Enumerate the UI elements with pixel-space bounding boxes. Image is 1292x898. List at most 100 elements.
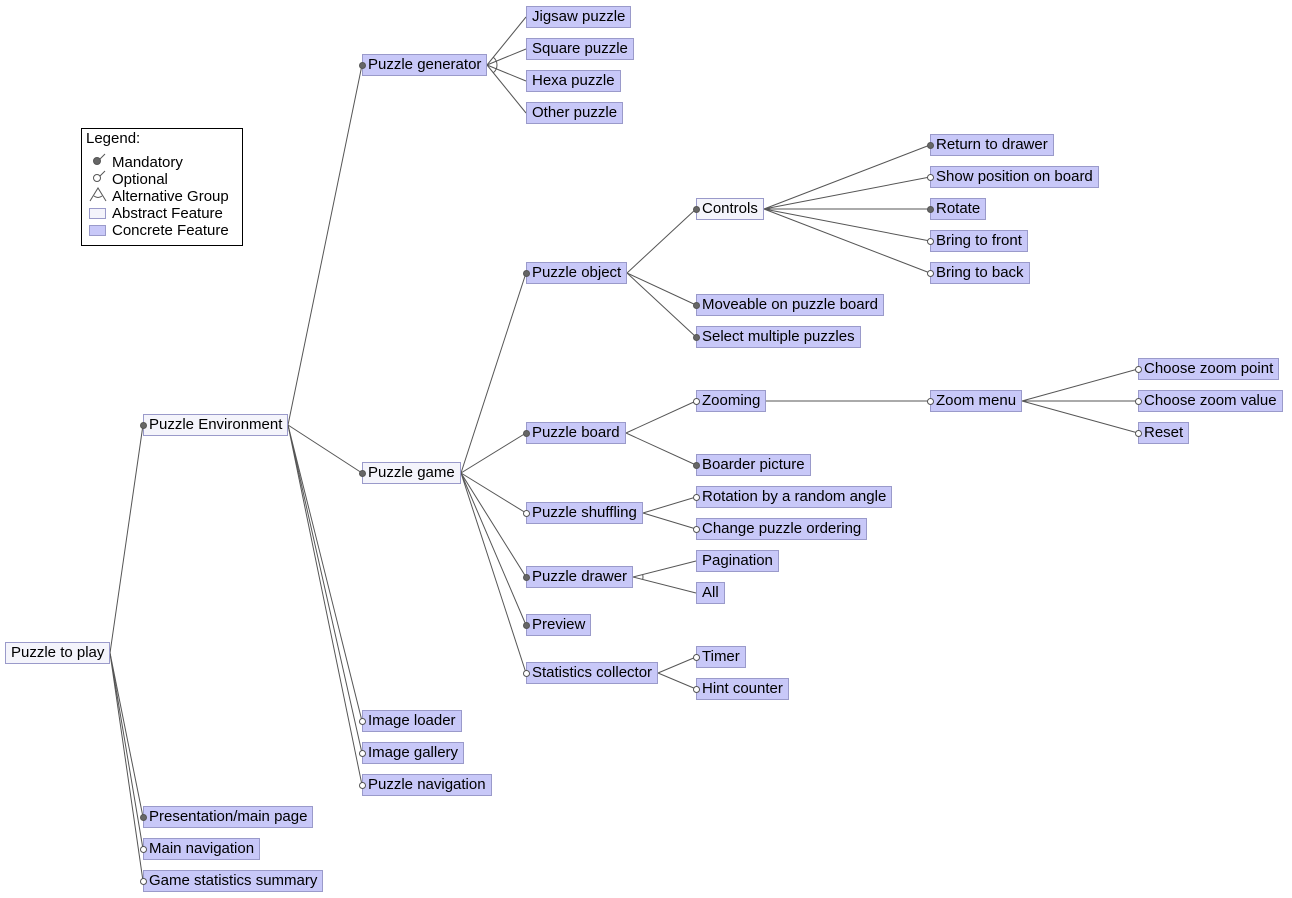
mandatory-marker-icon bbox=[692, 333, 700, 341]
optional-marker-icon bbox=[139, 877, 147, 885]
feature-randrot[interactable]: Rotation by a random angle bbox=[696, 486, 893, 508]
edge-gen-other bbox=[486, 64, 527, 114]
feature-pobj[interactable]: Puzzle object bbox=[526, 262, 628, 284]
mandatory-marker-icon bbox=[139, 813, 147, 821]
optional-marker-icon bbox=[926, 173, 934, 181]
feature-hint[interactable]: Hint counter bbox=[696, 678, 789, 700]
optional-marker-icon bbox=[692, 653, 700, 661]
feature-pag[interactable]: Pagination bbox=[696, 550, 779, 572]
feature-root[interactable]: Puzzle to play bbox=[5, 642, 111, 664]
edge-controls-front bbox=[763, 208, 931, 242]
feature-all[interactable]: All bbox=[696, 582, 725, 604]
legend-concrete: Concrete Feature bbox=[112, 222, 229, 239]
feature-showpos[interactable]: Show position on board bbox=[930, 166, 1099, 188]
edge-pshuf-order bbox=[642, 512, 697, 530]
optional-marker-icon bbox=[358, 717, 366, 725]
edge-game-prev bbox=[460, 472, 527, 626]
edge-env-gen bbox=[287, 64, 363, 426]
edge-gen-hexa bbox=[486, 64, 527, 82]
edge-game-statcol bbox=[460, 472, 527, 674]
edge-env-imggal bbox=[287, 424, 363, 754]
feature-border[interactable]: Boarder picture bbox=[696, 454, 811, 476]
edge-pobj-moveable bbox=[626, 272, 697, 306]
feature-hexa[interactable]: Hexa puzzle bbox=[526, 70, 621, 92]
feature-zmenu[interactable]: Zoom menu bbox=[930, 390, 1023, 412]
feature-reset[interactable]: Reset bbox=[1138, 422, 1190, 444]
feature-pnav[interactable]: Puzzle navigation bbox=[362, 774, 492, 796]
feature-selmulti[interactable]: Select multiple puzzles bbox=[696, 326, 861, 348]
edge-controls-ret bbox=[763, 144, 931, 210]
optional-icon bbox=[90, 170, 106, 188]
feature-pres[interactable]: Presentation/main page bbox=[143, 806, 314, 828]
edge-gen-jig bbox=[486, 16, 527, 66]
optional-marker-icon bbox=[926, 397, 934, 405]
feature-other[interactable]: Other puzzle bbox=[526, 102, 624, 124]
feature-pboard[interactable]: Puzzle board bbox=[526, 422, 626, 444]
feature-mainnav[interactable]: Main navigation bbox=[143, 838, 261, 860]
edge-env-game bbox=[287, 424, 363, 474]
alternative-group-icon bbox=[88, 186, 108, 206]
edge-pdraw-all bbox=[632, 576, 697, 594]
feature-rotate[interactable]: Rotate bbox=[930, 198, 987, 220]
feature-prev[interactable]: Preview bbox=[526, 614, 592, 636]
feature-zvalue[interactable]: Choose zoom value bbox=[1138, 390, 1283, 412]
feature-front[interactable]: Bring to front bbox=[930, 230, 1028, 252]
feature-env[interactable]: Puzzle Environment bbox=[143, 414, 289, 436]
edge-controls-showpos bbox=[763, 176, 931, 210]
mandatory-marker-icon bbox=[926, 205, 934, 213]
feature-zooming[interactable]: Zooming bbox=[696, 390, 767, 412]
feature-jig[interactable]: Jigsaw puzzle bbox=[526, 6, 632, 28]
edge-game-pobj bbox=[460, 272, 527, 474]
legend-optional: Optional bbox=[112, 171, 168, 188]
feature-zpoint[interactable]: Choose zoom point bbox=[1138, 358, 1280, 380]
optional-marker-icon bbox=[1134, 365, 1142, 373]
feature-pdraw[interactable]: Puzzle drawer bbox=[526, 566, 634, 588]
optional-marker-icon bbox=[1134, 397, 1142, 405]
edge-root-mainnav bbox=[109, 652, 144, 850]
mandatory-marker-icon bbox=[522, 429, 530, 437]
mandatory-marker-icon bbox=[692, 301, 700, 309]
edge-pboard-zooming bbox=[625, 400, 697, 434]
feature-sq[interactable]: Square puzzle bbox=[526, 38, 634, 60]
feature-ret[interactable]: Return to drawer bbox=[930, 134, 1054, 156]
edge-zmenu-zpoint bbox=[1021, 368, 1139, 402]
edge-gen-sq bbox=[486, 48, 527, 66]
feature-gen[interactable]: Puzzle generator bbox=[362, 54, 488, 76]
mandatory-marker-icon bbox=[522, 621, 530, 629]
feature-game[interactable]: Puzzle game bbox=[362, 462, 461, 484]
alternative-group-arc-gen bbox=[492, 56, 498, 74]
optional-marker-icon bbox=[692, 397, 700, 405]
feature-controls[interactable]: Controls bbox=[696, 198, 764, 220]
legend-abstract: Abstract Feature bbox=[112, 205, 223, 222]
feature-back[interactable]: Bring to back bbox=[930, 262, 1030, 284]
feature-imgload[interactable]: Image loader bbox=[362, 710, 462, 732]
abstract-swatch bbox=[89, 208, 106, 219]
feature-order[interactable]: Change puzzle ordering bbox=[696, 518, 868, 540]
edge-env-pnav bbox=[287, 424, 363, 786]
feature-stats[interactable]: Game statistics summary bbox=[143, 870, 324, 892]
feature-moveable[interactable]: Moveable on puzzle board bbox=[696, 294, 884, 316]
optional-marker-icon bbox=[522, 509, 530, 517]
concrete-swatch bbox=[89, 225, 106, 236]
feature-imggal[interactable]: Image gallery bbox=[362, 742, 465, 764]
mandatory-marker-icon bbox=[358, 61, 366, 69]
edge-game-pdraw bbox=[460, 472, 527, 578]
mandatory-icon bbox=[90, 153, 106, 171]
optional-marker-icon bbox=[522, 669, 530, 677]
edge-controls-back bbox=[763, 208, 931, 274]
mandatory-marker-icon bbox=[692, 461, 700, 469]
feature-pshuf[interactable]: Puzzle shuffling bbox=[526, 502, 643, 524]
mandatory-marker-icon bbox=[926, 141, 934, 149]
optional-marker-icon bbox=[358, 781, 366, 789]
feature-statcol[interactable]: Statistics collector bbox=[526, 662, 659, 684]
edge-pobj-selmulti bbox=[626, 272, 697, 338]
optional-marker-icon bbox=[692, 685, 700, 693]
feature-timer[interactable]: Timer bbox=[696, 646, 746, 668]
optional-marker-icon bbox=[926, 269, 934, 277]
edge-pdraw-pag bbox=[632, 560, 697, 578]
edge-root-stats bbox=[109, 652, 144, 882]
edge-root-env bbox=[109, 424, 144, 654]
edge-zmenu-reset bbox=[1021, 400, 1139, 434]
